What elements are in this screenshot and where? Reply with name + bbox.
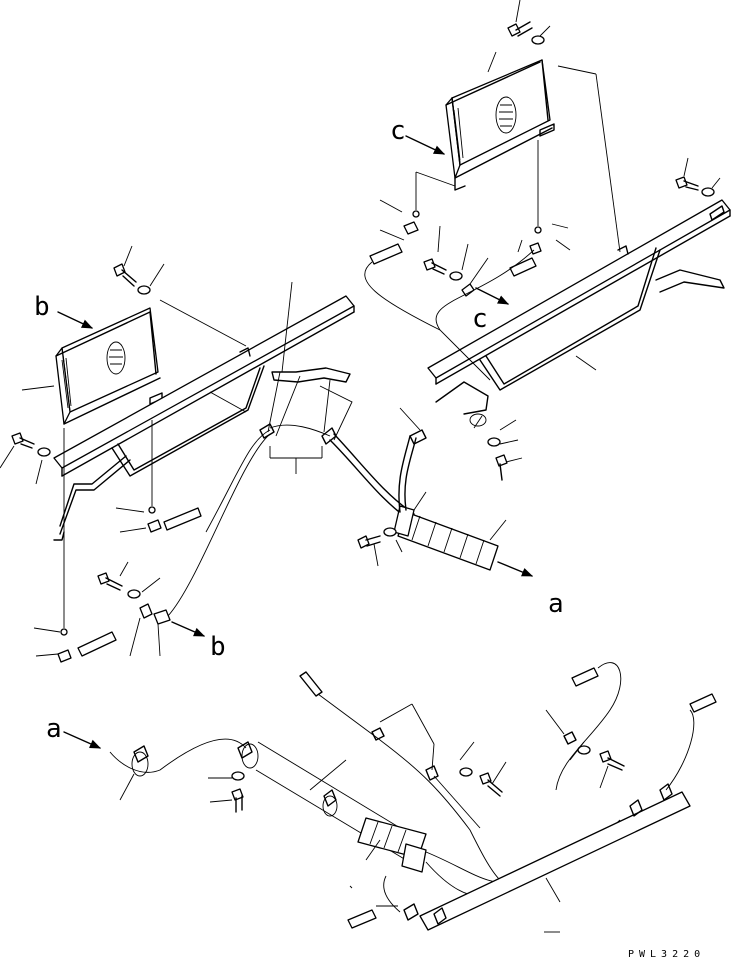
washer-icon — [531, 35, 545, 45]
bolt-icon — [11, 432, 35, 449]
spiral-guard-hose — [393, 381, 534, 577]
view-label-a: a — [46, 714, 62, 744]
bolt-icon — [357, 535, 381, 549]
drawing-code: PWL3220 — [628, 949, 706, 960]
center-hose-assembly — [167, 367, 415, 617]
washer-icon — [449, 271, 463, 281]
washer-icon — [701, 187, 715, 197]
view-label-c: c — [472, 304, 488, 334]
bolt-icon — [675, 176, 699, 191]
washer-icon — [37, 447, 51, 457]
bolt-icon — [97, 572, 123, 591]
view-label-a: a — [548, 589, 564, 619]
washer-icon — [137, 285, 151, 295]
arrow-icon — [475, 287, 510, 305]
arrow-icon — [497, 561, 534, 577]
bolt-icon — [479, 772, 503, 797]
washer-icon — [231, 771, 245, 781]
right-frame-rail — [427, 199, 731, 391]
right-oil-cooler — [445, 59, 555, 191]
arrow-icon — [405, 135, 446, 155]
bolt-icon — [113, 263, 137, 287]
washer-icon — [487, 437, 501, 447]
washer-icon — [127, 589, 141, 599]
bolt-icon — [507, 21, 533, 37]
bolt-icon — [231, 788, 244, 813]
arrow-icon — [63, 731, 102, 749]
cooler-core-mesh — [495, 96, 517, 134]
bolt-icon — [495, 454, 508, 481]
bolt-icon — [423, 258, 447, 275]
arrow-icon — [57, 311, 94, 329]
left-oil-cooler — [55, 307, 163, 425]
view-label-c: c — [390, 116, 406, 146]
view-label-b: b — [34, 292, 50, 322]
clamp-icon — [461, 283, 475, 297]
washer-icon — [383, 527, 397, 537]
washer-icon — [459, 767, 473, 777]
cooler-core-mesh — [106, 341, 126, 375]
bolt-icon — [599, 750, 625, 771]
clamp-icon — [139, 603, 153, 619]
bottom-hose-assembly — [109, 662, 717, 931]
view-label-b: b — [210, 632, 226, 662]
left-frame-rail — [53, 295, 355, 541]
clamp-icon — [133, 745, 149, 763]
arrow-icon — [171, 621, 206, 637]
